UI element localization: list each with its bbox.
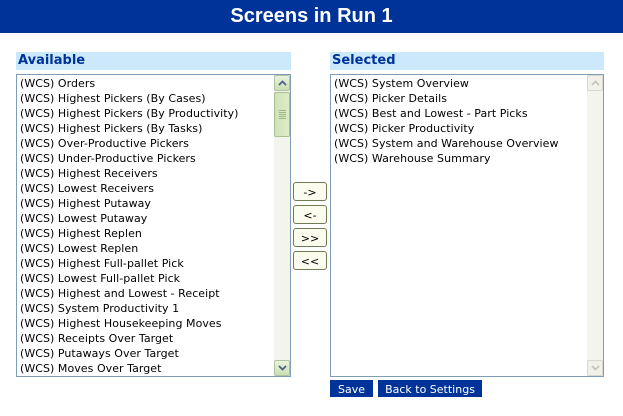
list-item[interactable]: (WCS) Lowest Receivers <box>20 182 155 195</box>
chevron-down-icon <box>277 365 287 371</box>
list-item[interactable]: (WCS) Highest Housekeeping Moves <box>20 317 222 330</box>
add-all-button[interactable]: >> <box>293 228 327 247</box>
list-item[interactable]: (WCS) Highest Putaway <box>20 197 151 210</box>
chevron-down-icon <box>590 365 600 371</box>
scroll-thumb[interactable] <box>274 92 290 137</box>
page-title: Screens in Run 1 <box>0 0 623 33</box>
add-button[interactable]: -> <box>293 182 327 201</box>
selected-scrollbar[interactable] <box>587 75 603 376</box>
list-item[interactable]: (WCS) System Productivity 1 <box>20 302 180 315</box>
list-item[interactable]: (WCS) Highest Receivers <box>20 167 158 180</box>
list-item[interactable]: (WCS) Highest Replen <box>20 227 142 240</box>
list-item[interactable]: (WCS) Lowest Putaway <box>20 212 148 225</box>
list-item[interactable]: (WCS) Picker Details <box>334 92 448 105</box>
list-item[interactable]: (WCS) Lowest Full-pallet Pick <box>20 272 181 285</box>
list-item[interactable]: (WCS) Highest Pickers (By Cases) <box>20 92 206 105</box>
list-item[interactable]: (WCS) System Overview <box>334 77 469 90</box>
remove-button[interactable]: <- <box>293 205 327 224</box>
scroll-down-button[interactable] <box>587 360 603 376</box>
list-item[interactable]: (WCS) Over-Productive Pickers <box>20 137 189 150</box>
list-item[interactable]: (WCS) Moves Over Target <box>20 362 162 375</box>
list-item[interactable]: (WCS) Best and Lowest - Part Picks <box>334 107 528 120</box>
list-item[interactable]: (WCS) Warehouse Summary <box>334 152 491 165</box>
selected-list[interactable]: (WCS) System Overview (WCS) Picker Detail… <box>331 75 586 376</box>
save-button[interactable]: Save <box>330 380 373 397</box>
chevron-up-icon <box>590 80 600 86</box>
available-list[interactable]: (WCS) Orders (WCS) Highest Pickers (By Ca… <box>17 75 273 376</box>
scroll-up-button[interactable] <box>587 75 603 91</box>
list-item[interactable]: (WCS) Highest Pickers (By Tasks) <box>20 122 203 135</box>
list-item[interactable]: (WCS) Picker Productivity <box>334 122 475 135</box>
available-scrollbar[interactable] <box>274 75 290 376</box>
list-item[interactable]: (WCS) Under-Productive Pickers <box>20 152 196 165</box>
list-item[interactable]: (WCS) System and Warehouse Overview <box>334 137 559 150</box>
list-item[interactable]: (WCS) Lowest Replen <box>20 242 139 255</box>
list-item[interactable]: (WCS) Highest and Lowest - Receipt <box>20 287 220 300</box>
available-listbox[interactable]: (WCS) Orders (WCS) Highest Pickers (By Ca… <box>16 74 291 377</box>
scroll-up-button[interactable] <box>274 75 290 91</box>
list-item[interactable]: (WCS) Putaways Over Target <box>20 347 179 360</box>
list-item[interactable]: (WCS) Highest Full-pallet Pick <box>20 257 184 270</box>
selected-listbox[interactable]: (WCS) System Overview (WCS) Picker Detail… <box>330 74 604 377</box>
chevron-up-icon <box>277 80 287 86</box>
selected-header: Selected <box>330 52 604 70</box>
scroll-down-button[interactable] <box>274 360 290 376</box>
available-header: Available <box>16 52 291 70</box>
list-item[interactable]: (WCS) Receipts Over Target <box>20 332 174 345</box>
list-item[interactable]: (WCS) Highest Pickers (By Productivity) <box>20 107 239 120</box>
list-item[interactable]: (WCS) Orders <box>20 77 96 90</box>
remove-all-button[interactable]: << <box>293 251 327 270</box>
back-to-settings-button[interactable]: Back to Settings <box>378 380 482 397</box>
